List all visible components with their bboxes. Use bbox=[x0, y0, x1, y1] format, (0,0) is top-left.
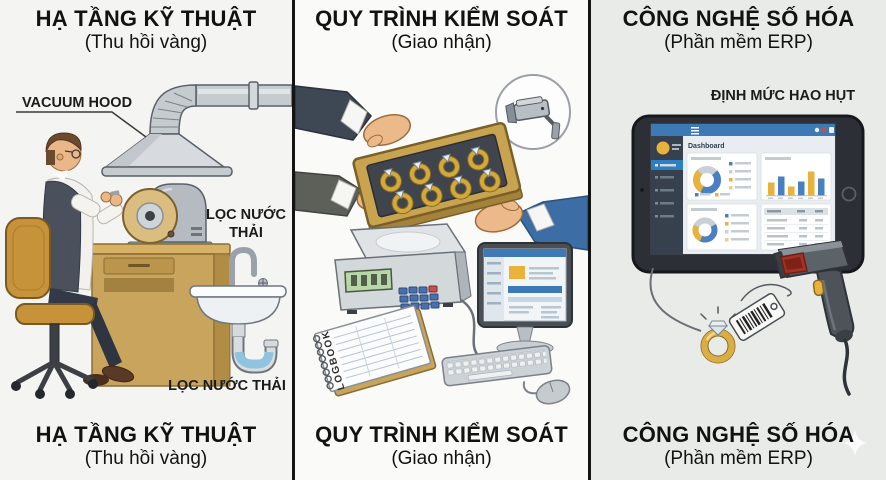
ring-tray bbox=[352, 122, 523, 236]
panel1-title-top: HẠ TẦNG KỸ THUẬT bbox=[35, 6, 257, 31]
desktop-computer-icon bbox=[460, 242, 573, 356]
hamburger-icon bbox=[691, 127, 699, 135]
topbar-icon-2 bbox=[829, 127, 834, 133]
panel3-subtitle-bottom: (Phần mềm ERP) bbox=[664, 447, 813, 469]
divider-right bbox=[588, 0, 591, 480]
vacuum-hood-leader-line bbox=[16, 111, 147, 138]
panel3-header: CÔNG NGHỆ SỐ HÓA (Phần mềm ERP) bbox=[591, 6, 886, 53]
donut-chart-card-1 bbox=[686, 152, 758, 201]
vacuum-duct-icon bbox=[149, 81, 292, 135]
cctv-camera-icon bbox=[495, 74, 571, 150]
bar-chart-card bbox=[760, 152, 832, 201]
divider-left bbox=[292, 0, 295, 480]
digital-scale-icon bbox=[334, 223, 472, 314]
panel3-footer: CÔNG NGHỆ SỐ HÓA (Phần mềm ERP) bbox=[591, 422, 886, 469]
logbook-icon: LOGBOOK bbox=[312, 305, 437, 397]
panel2-subtitle-top: (Giao nhận) bbox=[391, 31, 492, 53]
control-illustration: LOGBOOK bbox=[295, 74, 588, 405]
filter-label-line1: LỌC NƯỚC bbox=[206, 205, 287, 223]
front-camera-dot bbox=[640, 188, 644, 192]
tablet-sidebar bbox=[651, 136, 683, 254]
avatar bbox=[656, 141, 670, 155]
panel1-footer: HẠ TẦNG KỸ THUẬT (Thu hồi vàng) bbox=[0, 422, 292, 469]
keyboard-icon bbox=[441, 345, 553, 387]
panel1-subtitle-top: (Thu hồi vàng) bbox=[84, 31, 208, 53]
sparkle-icon bbox=[843, 430, 867, 456]
erp-tablet-icon: Dashboard bbox=[631, 114, 865, 274]
panel1-header: HẠ TẦNG KỸ THUẬT (Thu hồi vàng) bbox=[0, 6, 292, 53]
home-button bbox=[841, 186, 857, 202]
tag-string bbox=[740, 283, 792, 302]
panel3-title-bottom: CÔNG NGHỆ SỐ HÓA bbox=[622, 422, 855, 447]
mouse-icon bbox=[522, 379, 571, 405]
filter-label-line2: THẢI bbox=[229, 224, 263, 241]
loss-norm-label: ĐỊNH MỨC HAO HỤT bbox=[711, 86, 855, 104]
polishing-machine-icon bbox=[122, 183, 213, 252]
panel1-subtitle-bottom: (Thu hồi vàng) bbox=[84, 447, 208, 469]
notification-icon bbox=[821, 127, 827, 133]
panel2-subtitle-bottom: (Giao nhận) bbox=[391, 447, 492, 469]
wire bbox=[649, 267, 702, 332]
gold-rings bbox=[379, 146, 501, 215]
office-chair-icon bbox=[5, 217, 98, 399]
handover-tray-icon bbox=[295, 85, 588, 251]
panel2-footer: QUY TRÌNH KIỂM SOÁT (Giao nhận) bbox=[295, 422, 588, 469]
sink-icon bbox=[189, 246, 287, 374]
erp-illustration: ĐỊNH MỨC HAO HỤT bbox=[631, 86, 867, 456]
panel1-title-bottom: HẠ TẦNG KỸ THUẬT bbox=[35, 422, 257, 447]
barcode-tag-icon bbox=[728, 292, 786, 342]
barcode bbox=[735, 303, 773, 335]
panel-digitalization: ĐỊNH MỨC HAO HỤT bbox=[591, 0, 886, 480]
vacuum-hood-label: VACUUM HOOD bbox=[22, 95, 132, 111]
topbar-icon bbox=[814, 127, 820, 133]
sink-filter-label: LỌC NƯỚC THẢI bbox=[168, 376, 286, 394]
infrastructure-illustration: VACUUM HOOD LỌC NƯỚC THẢI bbox=[5, 81, 292, 399]
panel3-title-top: CÔNG NGHỆ SỐ HÓA bbox=[622, 6, 855, 31]
panel3-subtitle-top: (Phần mềm ERP) bbox=[664, 31, 813, 53]
worker-figure bbox=[42, 132, 135, 386]
barcode-scanner-icon bbox=[773, 239, 855, 396]
gold-ring-icon bbox=[700, 306, 736, 364]
panel-control-process: LOGBOOK bbox=[295, 0, 588, 480]
donut-chart-card-2 bbox=[686, 203, 758, 251]
dashboard-title: Dashboard bbox=[688, 143, 725, 150]
panel-infrastructure: VACUUM HOOD LỌC NƯỚC THẢI bbox=[0, 0, 292, 480]
panel2-header: QUY TRÌNH KIỂM SOÁT (Giao nhận) bbox=[295, 6, 588, 53]
panel2-title-bottom: QUY TRÌNH KIỂM SOÁT bbox=[315, 422, 568, 447]
panel2-title-top: QUY TRÌNH KIỂM SOÁT bbox=[315, 6, 568, 31]
vacuum-hood-icon bbox=[101, 133, 233, 177]
